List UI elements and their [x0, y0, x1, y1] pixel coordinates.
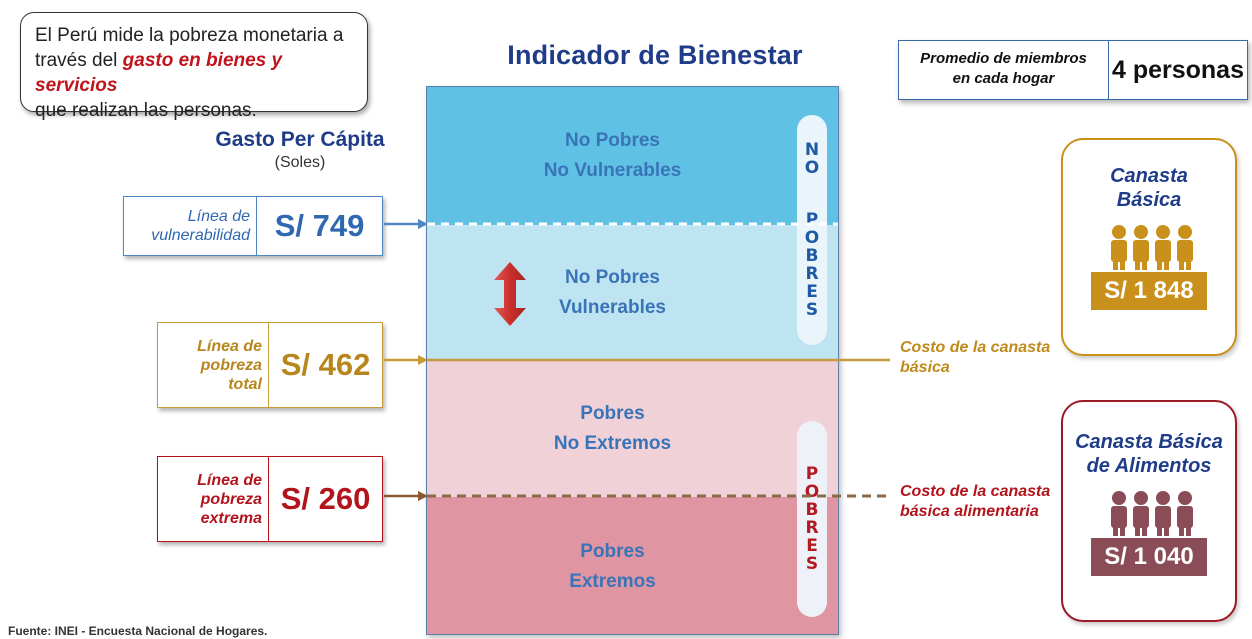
- no-pobres-letter: N: [804, 140, 820, 160]
- total-poverty-label-line-3: total: [228, 375, 262, 393]
- canasta-basica-card: Canasta Básica S/ 1 848: [1061, 138, 1237, 356]
- pobres-letter: O: [804, 482, 820, 502]
- zone-pobres-no-extremos: Pobres No Extremos: [427, 361, 838, 497]
- household-average-label-line-1: Promedio de miembros: [920, 50, 1087, 67]
- zone-4-line-2: Extremos: [569, 571, 656, 592]
- intro-line-2-prefix: través del: [35, 50, 123, 71]
- canasta-basica-title-line-2: Básica: [1116, 189, 1182, 211]
- household-average-label: Promedio de miembros en cada hogar: [899, 41, 1109, 99]
- canasta-alimentos-title-line-2: de Alimentos: [1086, 455, 1212, 477]
- extreme-poverty-label-line-1: Línea de: [197, 471, 262, 489]
- intro-text-box: El Perú mide la pobreza monetaria a trav…: [20, 12, 368, 121]
- extreme-poverty-connector-arrow: [384, 491, 428, 501]
- vulnerability-connector-arrow: [384, 219, 428, 229]
- pobres-letter: B: [805, 500, 819, 520]
- pobres-vertical-label: P O B R E S: [797, 421, 827, 617]
- pobres-letter: R: [805, 518, 819, 538]
- zone-1-line-1: No Pobres: [564, 130, 661, 151]
- costo-alimentaria-line-1: Costo de la canasta: [900, 483, 1051, 500]
- vulnerability-label-line-1: Línea de: [187, 208, 250, 225]
- no-pobres-letter: S: [805, 300, 819, 320]
- gasto-unit: (Soles): [274, 154, 326, 171]
- family-icon: [1111, 491, 1193, 536]
- intro-line-1: El Perú mide la pobreza monetaria a: [35, 25, 344, 46]
- vulnerability-label-line-2: vulnerabilidad: [151, 227, 250, 244]
- intro-line-2: través del gasto en bienes y servicios: [35, 48, 353, 98]
- costo-canasta-basica-label: Costo de la canasta básica: [900, 338, 1070, 378]
- household-average-label-line-2: en cada hogar: [952, 70, 1055, 87]
- gasto-title: Gasto Per Cápita: [215, 128, 385, 151]
- total-poverty-label-line-1: Línea de: [197, 337, 262, 355]
- total-poverty-connector-arrow: [384, 355, 428, 365]
- canasta-alimentos-title-line-1: Canasta Básica: [1075, 431, 1223, 453]
- costo-basica-line-1: Costo de la canasta: [900, 339, 1051, 356]
- total-poverty-label-line-2: pobreza: [200, 356, 262, 374]
- no-pobres-letter: E: [806, 282, 818, 302]
- no-pobres-letter: P: [805, 210, 819, 230]
- zone-2-line-1: No Pobres: [564, 267, 661, 288]
- vulnerability-line-box: Línea de vulnerabilidad S/ 749: [123, 196, 383, 256]
- vulnerability-line-value: S/ 749: [274, 208, 365, 243]
- zone-no-pobres-no-vulnerables: No Pobres No Vulnerables: [427, 87, 838, 225]
- canasta-basica-title: Canasta Básica: [1063, 164, 1235, 212]
- no-pobres-letter: B: [805, 246, 819, 266]
- zone-no-pobres-vulnerables: No Pobres Vulnerables: [427, 225, 838, 361]
- costo-alimentaria-line-2: básica alimentaria: [900, 503, 1039, 520]
- vulnerability-line-label: Línea de vulnerabilidad: [124, 197, 257, 255]
- costo-basica-line-2: básica: [900, 359, 950, 376]
- zone-4-line-1: Pobres: [580, 541, 645, 562]
- intro-line-3: que realizan las personas.: [35, 100, 257, 121]
- family-icon: [1111, 225, 1193, 270]
- zone-3-line-1: Pobres: [580, 403, 645, 424]
- pobres-letter: S: [805, 554, 819, 574]
- zone-pobres-extremos: Pobres Extremos: [427, 497, 838, 634]
- intro-highlight: gasto en bienes y servicios: [35, 50, 283, 96]
- zone-3-line-2: No Extremos: [553, 433, 672, 454]
- canasta-alimentos-card: Canasta Básica de Alimentos S/ 1 040: [1061, 400, 1237, 622]
- no-pobres-vertical-label: N O P O B R E S: [797, 115, 827, 345]
- no-pobres-letter: O: [804, 158, 820, 178]
- extreme-poverty-label-line-2: pobreza: [200, 490, 262, 508]
- no-pobres-letter: O: [804, 228, 820, 248]
- zone-1-line-2: No Vulnerables: [543, 160, 682, 181]
- canasta-alimentos-title: Canasta Básica de Alimentos: [1063, 430, 1235, 478]
- household-average-box: Promedio de miembros en cada hogar 4 per…: [898, 40, 1248, 100]
- household-average-value: 4 personas: [1111, 56, 1244, 84]
- costo-canasta-alimentaria-label: Costo de la canasta básica alimentaria: [900, 482, 1080, 522]
- source-note: Fuente: INEI - Encuesta Nacional de Hoga…: [8, 624, 268, 638]
- welfare-indicator-chart: No Pobres No Vulnerables No Pobres Vulne…: [426, 86, 839, 635]
- gasto-header: Gasto Per Cápita (Soles): [200, 128, 400, 172]
- extreme-poverty-label-line-3: extrema: [200, 509, 262, 527]
- no-pobres-letter: R: [805, 264, 819, 284]
- total-poverty-line-value: S/ 462: [280, 347, 371, 382]
- pobres-letter: P: [805, 464, 819, 484]
- zone-2-line-2: Vulnerables: [558, 297, 666, 318]
- canasta-basica-title-line-1: Canasta: [1110, 165, 1188, 187]
- canasta-alimentos-amount: S/ 1 040: [1091, 538, 1207, 576]
- extreme-poverty-line-value: S/ 260: [280, 481, 371, 516]
- canasta-basica-amount: S/ 1 848: [1091, 272, 1207, 310]
- page-title: Indicador de Bienestar: [507, 40, 803, 70]
- pobres-letter: E: [806, 536, 818, 556]
